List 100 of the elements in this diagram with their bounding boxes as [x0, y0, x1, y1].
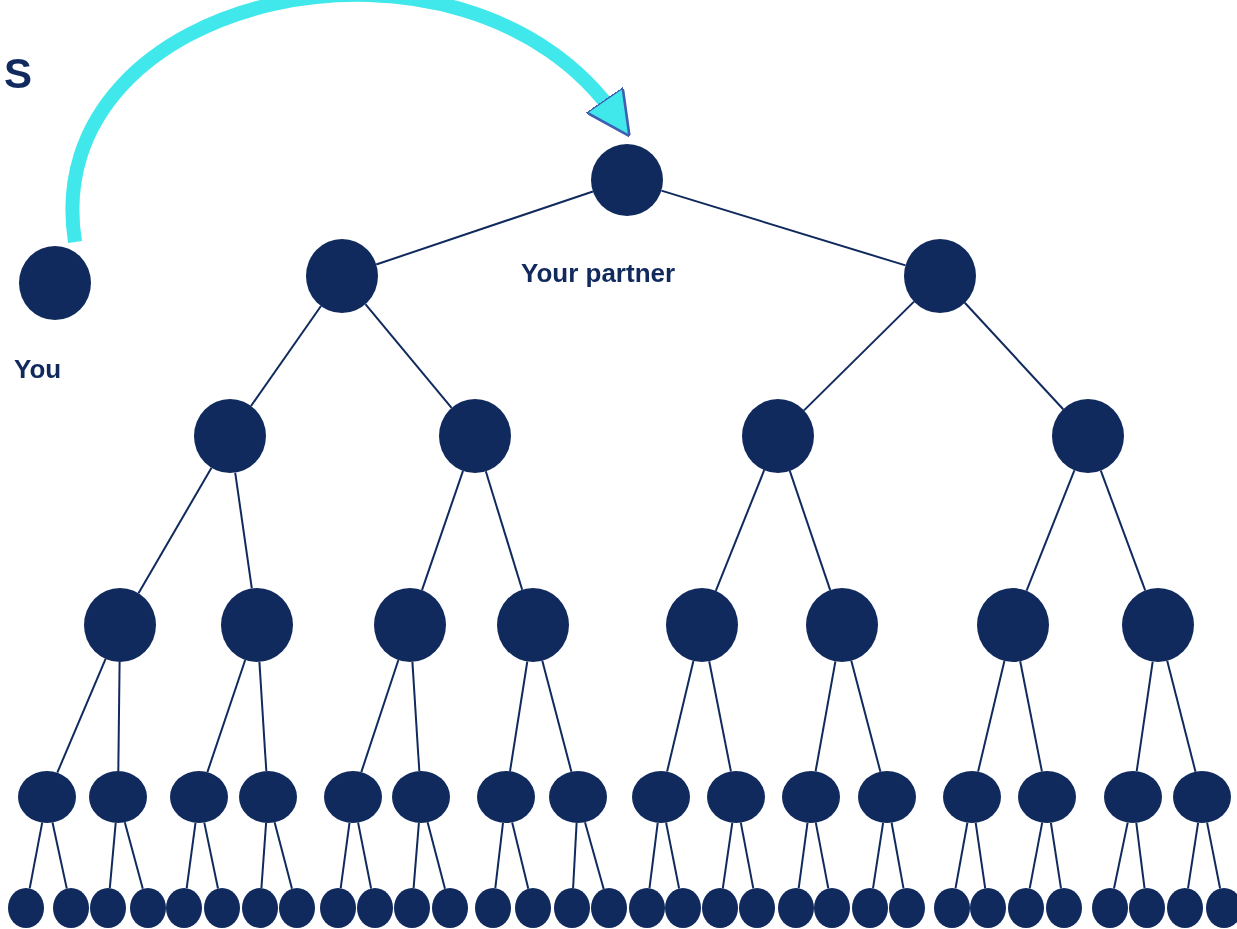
heading-text: S — [4, 50, 32, 98]
person-circle — [432, 888, 468, 928]
connector-line — [185, 821, 197, 890]
person-circle — [242, 888, 278, 928]
person-circle — [904, 239, 976, 313]
connector-line — [117, 661, 121, 772]
person-circle — [320, 888, 356, 928]
person-circle — [515, 888, 551, 928]
person-circle — [279, 888, 315, 928]
person-circle — [357, 888, 393, 928]
person-circle — [1167, 888, 1203, 928]
connector-line — [708, 660, 732, 773]
connector-line — [1206, 821, 1222, 890]
connector-line — [850, 659, 882, 773]
person-circle — [394, 888, 430, 928]
connector-line — [890, 821, 905, 890]
connector-line — [977, 659, 1006, 773]
connector-line — [412, 821, 420, 890]
person-circle — [591, 888, 627, 928]
connector-line — [375, 190, 594, 266]
connector-line — [108, 821, 117, 890]
person-circle — [1018, 771, 1076, 823]
person-circle — [392, 771, 450, 823]
connector-line — [339, 821, 351, 890]
connector-line — [1049, 821, 1062, 890]
connector-line — [721, 821, 734, 890]
connector-line — [360, 659, 400, 774]
person-circle — [475, 888, 511, 928]
connector-line — [426, 821, 446, 890]
connector-line — [357, 821, 373, 890]
connector-line — [511, 821, 530, 890]
person-circle — [53, 888, 89, 928]
connector-line — [1099, 469, 1147, 592]
connector-line — [203, 821, 219, 890]
person-circle — [130, 888, 166, 928]
connector-line — [739, 821, 755, 890]
person-circle — [166, 888, 202, 928]
connector-line — [714, 469, 766, 592]
connector-line — [954, 821, 969, 890]
connector-line — [803, 300, 915, 412]
connector-line — [1028, 821, 1044, 890]
person-circle — [90, 888, 126, 928]
connector-line — [1166, 659, 1197, 773]
connector-line — [273, 821, 293, 890]
node-caption: You — [14, 354, 62, 385]
connector-line — [814, 660, 837, 773]
person-circle — [18, 771, 76, 823]
person-circle — [934, 888, 970, 928]
node-caption: Your partner — [521, 258, 676, 289]
person-circle — [1104, 771, 1162, 823]
connector-line — [1025, 469, 1076, 592]
connector-line — [665, 821, 681, 890]
person-circle — [778, 888, 814, 928]
connector-line — [1135, 660, 1154, 773]
person-circle — [1173, 771, 1231, 823]
connector-line — [1019, 660, 1043, 773]
connector-line — [660, 189, 907, 267]
connector-line — [250, 305, 322, 407]
person-circle — [204, 888, 240, 928]
curved-arrow — [67, 0, 633, 243]
connector-line — [234, 471, 253, 590]
connector-line — [411, 660, 421, 772]
person-circle — [970, 888, 1006, 928]
connector-line — [572, 822, 578, 889]
connector-line — [1135, 821, 1146, 890]
person-circle — [554, 888, 590, 928]
connector-line — [797, 821, 809, 890]
connector-line — [494, 821, 504, 890]
connector-line — [509, 660, 529, 773]
connector-line — [260, 821, 268, 890]
person-circle — [782, 771, 840, 823]
connector-line — [963, 301, 1065, 411]
person-circle — [477, 771, 535, 823]
person-circle — [1129, 888, 1165, 928]
connector-line — [814, 821, 830, 890]
connector-line — [584, 821, 605, 890]
connector-line — [1113, 821, 1129, 890]
connector-line — [123, 821, 144, 890]
person-circle — [239, 771, 297, 823]
person-circle — [170, 771, 228, 823]
connector-line — [1187, 821, 1200, 890]
connector-line — [666, 659, 695, 773]
person-circle — [665, 888, 701, 928]
connector-line — [51, 821, 68, 890]
connector-line — [788, 469, 832, 592]
person-circle — [549, 771, 607, 823]
person-circle — [943, 771, 1001, 823]
connector-line — [974, 821, 987, 890]
connector-line — [541, 659, 573, 773]
person-circle — [1206, 888, 1237, 928]
person-circle — [858, 771, 916, 823]
connector-line — [258, 660, 268, 772]
connector-line — [421, 469, 464, 592]
connector-line — [484, 470, 524, 591]
connector-line — [648, 821, 659, 890]
person-circle — [8, 888, 44, 928]
person-circle — [702, 888, 738, 928]
connector-line — [206, 659, 247, 774]
person-circle — [852, 888, 888, 928]
person-circle — [814, 888, 850, 928]
